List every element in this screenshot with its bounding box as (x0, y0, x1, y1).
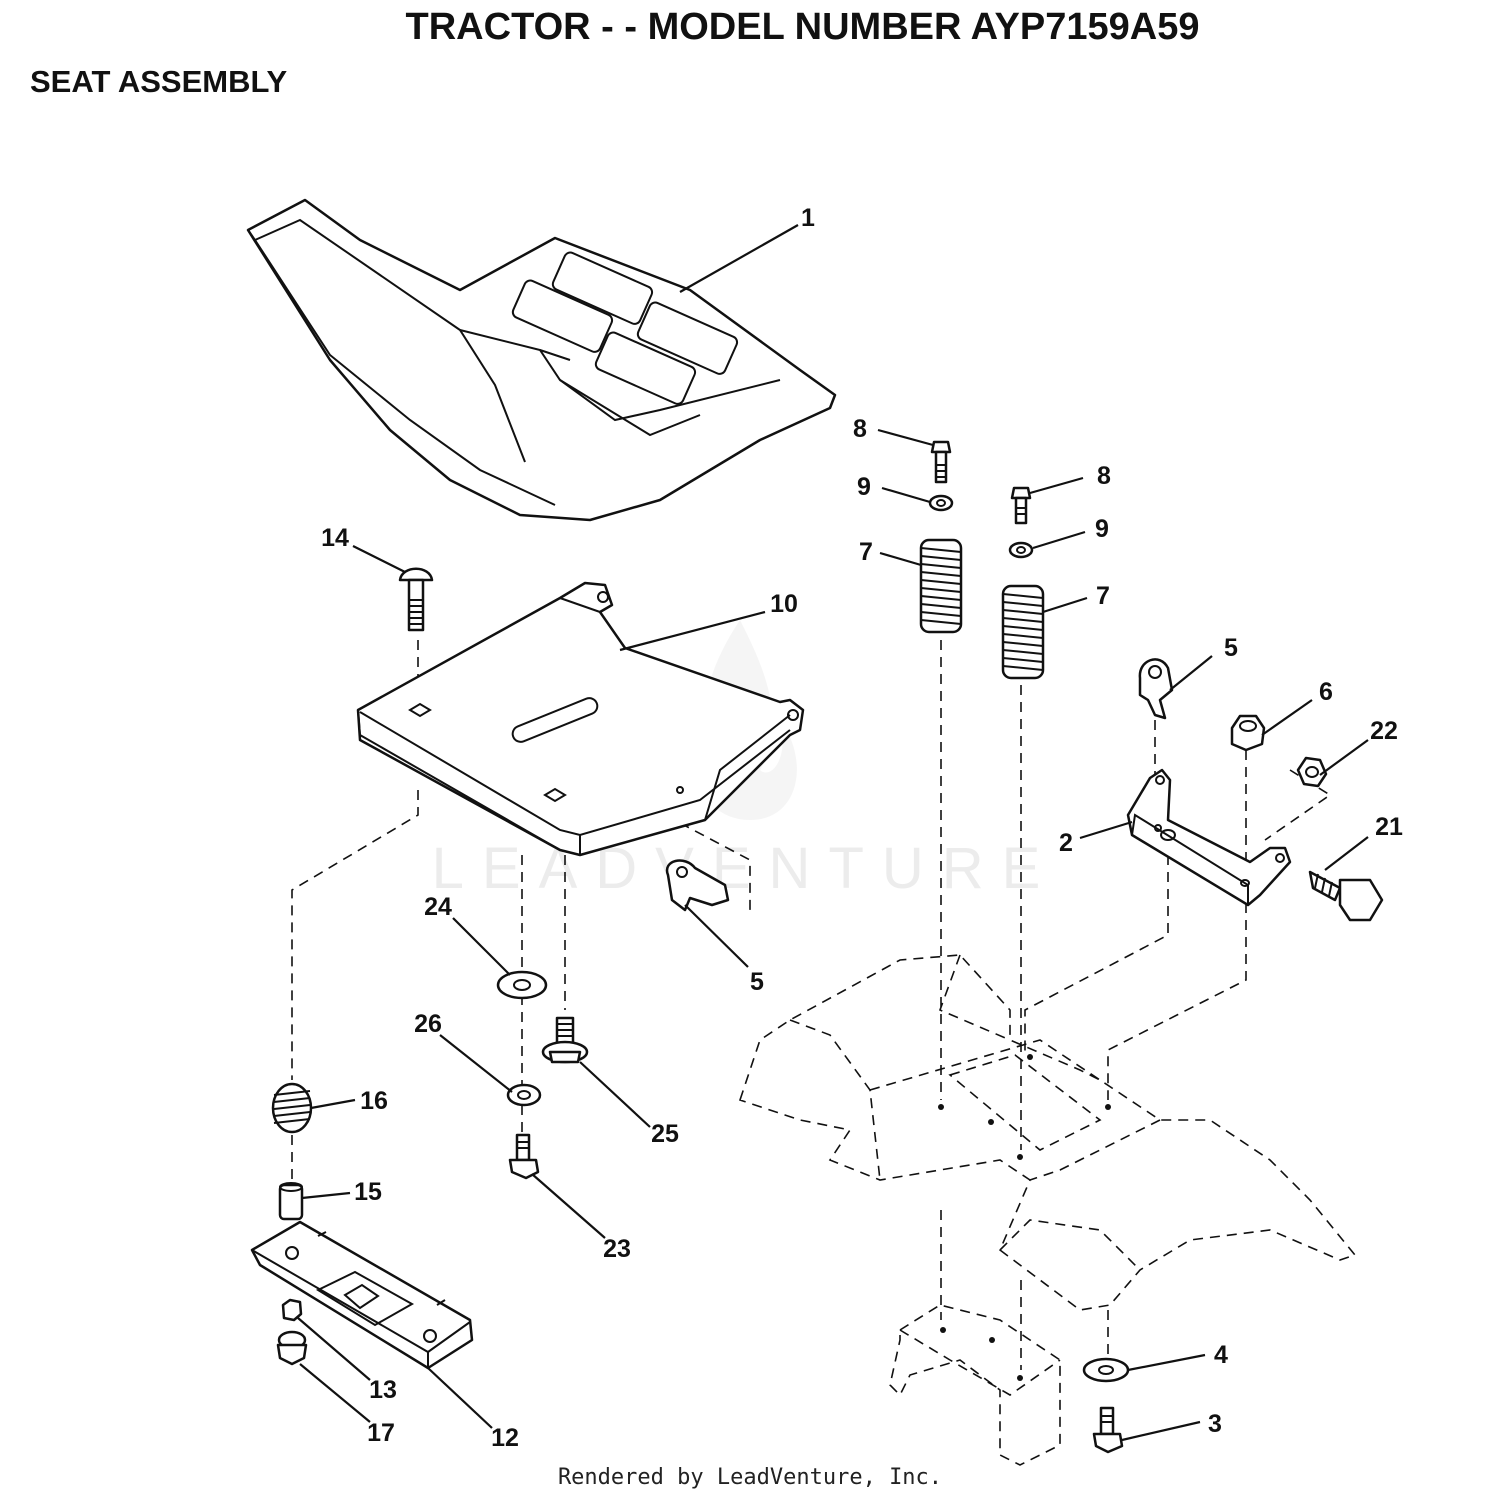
bolt-part-8a (930, 440, 952, 484)
watermark-text: LEADVENTURE (432, 836, 1059, 901)
nut-part-6 (1230, 714, 1266, 752)
footer-credit: Rendered by LeadVenture, Inc. (557, 1465, 943, 1490)
callout-6: 6 (1319, 678, 1333, 706)
spacer-part-15 (278, 1182, 304, 1221)
callout-2: 2 (1059, 829, 1073, 857)
callout-12: 12 (491, 1424, 519, 1452)
callout-22: 22 (1370, 717, 1398, 745)
callout-9a: 9 (857, 473, 871, 501)
washer-part-24 (496, 970, 548, 1000)
callout-labels: 1 14 10 8 9 7 8 9 7 5 6 22 2 21 24 5 26 … (321, 204, 1403, 1452)
shoulder-bolt-part-25 (541, 1016, 589, 1064)
callout-4: 4 (1214, 1341, 1228, 1369)
spring-part-7a (919, 538, 963, 634)
bolt-part-3 (1092, 1406, 1124, 1454)
callout-5a: 5 (1224, 634, 1238, 662)
callout-26: 26 (414, 1010, 442, 1038)
bracket-part-2 (1126, 768, 1292, 907)
callout-25: 25 (651, 1120, 679, 1148)
callout-17: 17 (367, 1419, 395, 1447)
leader-lines (297, 224, 1369, 1442)
callout-8b: 8 (1097, 462, 1111, 490)
seat-pan-part-10 (356, 581, 805, 857)
callout-9b: 9 (1095, 515, 1109, 543)
section-subtitle: SEAT ASSEMBLY (30, 64, 288, 99)
nut-part-17 (276, 1330, 308, 1366)
bolt-part-23 (508, 1133, 540, 1180)
callout-7b: 7 (1096, 582, 1110, 610)
lock-washer-part-26 (506, 1083, 542, 1107)
callout-10: 10 (770, 590, 798, 618)
callout-15: 15 (354, 1178, 382, 1206)
spring-part-7b (1001, 584, 1045, 680)
shoulder-bolt-part-21 (1308, 870, 1384, 922)
carriage-bolt-part-14 (398, 567, 434, 632)
plate-part-12 (250, 1220, 474, 1370)
clip-part-5a (1138, 658, 1174, 720)
seat-part-1 (246, 198, 837, 522)
callout-5b: 5 (750, 968, 764, 996)
nut-part-22 (1296, 756, 1328, 788)
callout-8a: 8 (853, 415, 867, 443)
callout-16: 16 (360, 1087, 388, 1115)
page-title: TRACTOR - - MODEL NUMBER AYP7159A59 (405, 6, 1200, 48)
clip-part-5b (665, 859, 730, 912)
callout-21: 21 (1375, 813, 1403, 841)
nut-part-13 (281, 1298, 303, 1322)
washer-part-4 (1082, 1357, 1130, 1383)
callout-14: 14 (321, 524, 349, 552)
callout-3: 3 (1208, 1410, 1222, 1438)
bolt-part-8b (1010, 486, 1032, 525)
callout-7a: 7 (859, 538, 873, 566)
chassis-frame-phantom (738, 954, 1357, 1466)
spring-part-16 (271, 1082, 313, 1134)
callout-1: 1 (801, 204, 815, 232)
washer-part-9a (928, 494, 954, 512)
callout-23: 23 (603, 1235, 631, 1263)
callout-24: 24 (424, 893, 452, 921)
washer-part-9b (1008, 541, 1034, 559)
callout-13: 13 (369, 1376, 397, 1404)
